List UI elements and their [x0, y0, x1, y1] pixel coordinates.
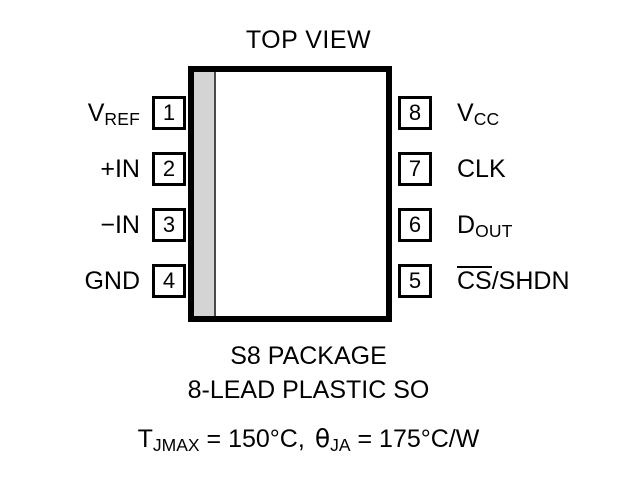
pin-label-shdn-main: /SHDN — [491, 267, 570, 295]
pin-number-box-4: 4 — [152, 264, 186, 298]
pin-number-box-6: 6 — [398, 208, 432, 242]
package-body-outline — [188, 66, 392, 322]
caption-thermal-specs: TJMAX = 150°C, θJA = 175°C/W — [0, 424, 617, 455]
pin-number-box-2: 2 — [152, 152, 186, 186]
tjmax-symbol: T — [137, 425, 153, 453]
pin-label-minus-in: −IN — [100, 208, 140, 242]
caption-lead-description: 8-LEAD PLASTIC SO — [187, 376, 430, 404]
pin-label-cs-overbar: CS — [457, 266, 492, 295]
diagram-title: TOP VIEW — [245, 26, 372, 54]
pin-label-minus-in-main: −IN — [100, 211, 140, 239]
pin-label-dout: DOUT — [457, 208, 513, 244]
theta-subscript: JA — [330, 434, 351, 455]
caption-package-name: S8 PACKAGE — [230, 342, 387, 370]
pin-label-gnd-main: GND — [84, 267, 140, 295]
pin-label-vref-sub: REF — [104, 108, 140, 129]
pin-number-box-8: 8 — [398, 96, 432, 130]
pin-number-box-3: 3 — [152, 208, 186, 242]
pin-number-box-5: 5 — [398, 264, 432, 298]
pin-label-vref-main: V — [87, 99, 105, 127]
pin-number-box-7: 7 — [398, 152, 432, 186]
pin-label-gnd: GND — [84, 264, 140, 298]
theta-symbol: θ — [314, 424, 331, 453]
pin-number-box-1: 1 — [152, 96, 186, 130]
theta-value: = 175°C/W — [350, 425, 480, 453]
pin-label-plus-in: +IN — [100, 152, 140, 186]
pin-label-cs-shdn: CS/SHDN — [457, 264, 570, 298]
pin-label-vcc-main: V — [457, 99, 474, 127]
tjmax-value: = 150°C, — [199, 425, 305, 453]
pin-label-plus-in-main: +IN — [100, 155, 140, 183]
pin-label-clk-main: CLK — [457, 155, 506, 183]
pin-label-dout-sub: OUT — [475, 220, 513, 241]
pin-label-vcc-sub: CC — [473, 108, 500, 129]
tjmax-subscript: JMAX — [152, 434, 200, 455]
pin-label-vref: VREF — [88, 96, 140, 132]
pin-label-vcc: VCC — [457, 96, 499, 132]
pin-label-dout-main: D — [457, 211, 476, 239]
pin-label-clk: CLK — [457, 152, 506, 186]
pin1-indicator-band — [194, 72, 216, 316]
